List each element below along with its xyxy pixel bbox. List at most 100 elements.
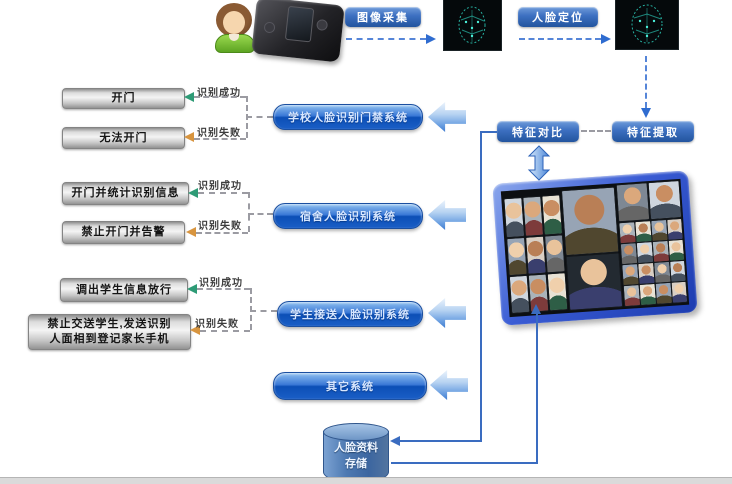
success-label: 识别成功 (197, 88, 241, 99)
face-tile (671, 281, 687, 303)
dashed-connector (194, 138, 246, 140)
face-database-monitor-image (492, 170, 698, 326)
dashed-connector (250, 288, 252, 330)
dashed-connector (248, 213, 273, 215)
face-tile (542, 195, 562, 235)
face-wireframe-image (444, 0, 501, 50)
face-tile (547, 273, 568, 311)
face-tile (639, 283, 657, 305)
face-tile (561, 187, 619, 256)
face-tile (668, 239, 685, 261)
system-box-dormitory: 宿舍人脸识别系统 (273, 203, 423, 229)
database-label-line1: 人脸资料 (334, 442, 378, 454)
face-tile (619, 222, 636, 244)
system-box-student-pickup: 学生接送人脸识别系统 (277, 301, 423, 327)
face-tile (620, 243, 638, 265)
node-feature-compare: 特征对比 (497, 121, 579, 142)
success-arrow-icon (187, 284, 197, 294)
face-tile (648, 181, 682, 220)
double-arrow-icon (527, 145, 551, 181)
terminal-screen (284, 5, 315, 43)
fail-label: 识别失败 (197, 128, 241, 139)
face-tile (635, 221, 652, 243)
avatar-face (223, 11, 245, 34)
avatar-collar (229, 34, 239, 41)
arrow-right-icon (601, 34, 611, 44)
dashed-connector (194, 96, 246, 98)
action-box-deny-notify-parent: 禁止交送学生,发送识别 人面相到登记家长手机 (28, 314, 191, 350)
fail-label: 识别失败 (198, 221, 242, 232)
face-tile (616, 183, 650, 222)
dashed-connector (198, 192, 248, 194)
face-wireframe-image (616, 0, 678, 49)
face-tile (504, 198, 524, 238)
fail-arrow-icon (184, 132, 194, 142)
block-arrow-left-icon (430, 370, 468, 400)
face-terminal-icon (251, 0, 345, 63)
block-arrow-left-icon (428, 102, 466, 132)
node-face-locate: 人脸定位 (518, 7, 598, 27)
deny-notify-line1: 禁止交送学生,发送识别 (47, 318, 172, 331)
face-tile (638, 262, 655, 284)
action-box-open-door: 开门 (62, 88, 185, 109)
face-tile (545, 235, 565, 273)
face-tile (670, 260, 686, 282)
success-arrow-icon (188, 188, 198, 198)
face-tile (526, 236, 546, 274)
action-box-cannot-open: 无法开门 (62, 127, 185, 149)
database-label: 人脸资料 存储 (323, 441, 389, 473)
dashed-connector (200, 330, 250, 332)
block-arrow-left-icon (428, 200, 466, 230)
fail-arrow-icon (190, 325, 200, 335)
system-box-school-access: 学校人脸识别门禁系统 (273, 104, 423, 130)
block-arrow-left-icon (428, 298, 466, 328)
face-tile (623, 285, 641, 307)
terminal-camera (316, 18, 329, 32)
dashed-connector (248, 192, 250, 232)
face-tile (655, 282, 673, 304)
connector-line (480, 131, 482, 441)
success-label: 识别成功 (199, 278, 243, 289)
dashed-connector (196, 232, 248, 234)
monitor-screen (500, 178, 690, 318)
dashed-connector (250, 310, 277, 312)
dashed-connector (246, 116, 273, 118)
connector-line (481, 131, 497, 133)
dashed-connector (581, 130, 611, 132)
arrow-right-icon (426, 34, 436, 44)
node-image-capture: 图像采集 (345, 7, 421, 27)
arrow-left-icon (390, 436, 400, 446)
face-tile (566, 253, 623, 310)
face-tile (651, 219, 668, 241)
face-tile (652, 240, 670, 262)
node-feature-extract: 特征提取 (612, 121, 694, 142)
action-box-open-count: 开门并统计识别信息 (62, 182, 189, 205)
dashed-connector (197, 288, 250, 290)
terminal-button (263, 21, 276, 34)
face-tile (654, 261, 671, 283)
face-tile (507, 237, 527, 276)
face-tile (509, 275, 530, 313)
success-label: 识别成功 (198, 181, 242, 192)
arrow-down-icon (641, 108, 651, 118)
flow-dashed-line (645, 56, 647, 108)
face-tile (523, 196, 543, 236)
person-avatar-icon (213, 3, 255, 53)
connector-line (399, 440, 482, 442)
bottom-edge-strip (0, 477, 732, 484)
database-label-line2: 存储 (345, 457, 367, 470)
flow-dashed-line (519, 38, 601, 40)
flow-dashed-line (346, 38, 426, 40)
fail-arrow-icon (186, 227, 196, 237)
arrow-up-icon (531, 304, 541, 314)
face-tile (622, 264, 639, 286)
face-tile (667, 218, 683, 240)
system-box-other: 其它系统 (273, 372, 427, 400)
database-icon: 人脸资料 存储 (323, 423, 389, 483)
database-top (323, 423, 389, 441)
action-box-deny-alarm: 禁止开门并告警 (62, 221, 185, 244)
face-tile (636, 242, 654, 264)
success-arrow-icon (184, 92, 194, 102)
action-box-release-student: 调出学生信息放行 (60, 278, 188, 302)
